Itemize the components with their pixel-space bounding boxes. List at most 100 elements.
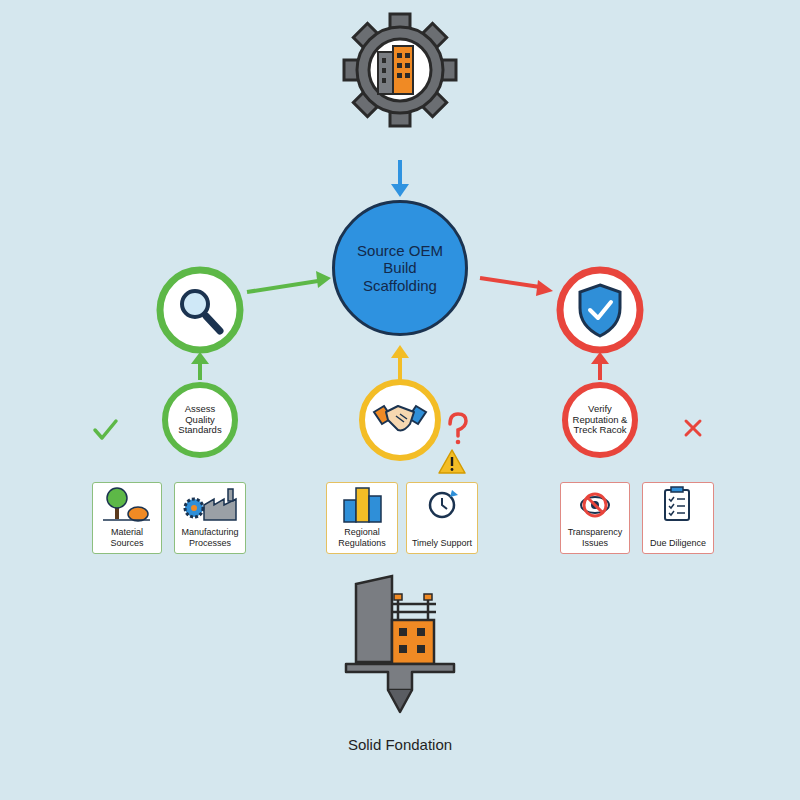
green-up-arrow bbox=[191, 352, 209, 380]
tree-icon bbox=[103, 488, 150, 521]
pupil bbox=[591, 501, 599, 509]
tree-trunk bbox=[115, 505, 119, 519]
window bbox=[382, 78, 386, 83]
arrow-head bbox=[191, 352, 209, 364]
base-spike bbox=[388, 690, 412, 712]
factor-box: Timely Support bbox=[406, 482, 478, 554]
lines bbox=[677, 499, 685, 513]
eye bbox=[581, 497, 609, 513]
window bbox=[405, 53, 410, 58]
factory-icon bbox=[185, 489, 236, 520]
question-curve bbox=[450, 414, 466, 436]
node-body: Source OEM Build Scaffolding bbox=[332, 200, 468, 336]
gear-hole bbox=[369, 39, 431, 101]
step-circle: Verify Reputation & Treck Racok bbox=[562, 382, 638, 458]
base bbox=[346, 664, 454, 690]
arrow-head bbox=[316, 271, 331, 288]
clipboard-icon bbox=[665, 487, 689, 520]
scaffolding bbox=[392, 598, 436, 620]
window bbox=[417, 645, 425, 653]
tree-crown bbox=[107, 488, 127, 508]
warning-sign bbox=[439, 450, 465, 473]
node-body: Transparency Issues bbox=[561, 483, 629, 553]
red-arrow bbox=[480, 278, 553, 296]
blue-arrow bbox=[391, 160, 409, 197]
arrow-shaft bbox=[480, 278, 540, 287]
process-circle: Source OEM Build Scaffolding bbox=[332, 200, 468, 336]
arrow-shaft bbox=[198, 362, 202, 380]
red-up-arrow bbox=[591, 352, 609, 380]
rock bbox=[128, 507, 148, 521]
arrow-head bbox=[391, 345, 409, 358]
magnifier-handle bbox=[206, 316, 220, 331]
node-body: Manufacturing Processes bbox=[175, 483, 245, 553]
scaffold-cap bbox=[394, 594, 402, 600]
arrow-shaft bbox=[247, 281, 318, 292]
node-label: Manufacturing Processes bbox=[176, 527, 244, 548]
block-ring bbox=[584, 494, 606, 516]
circle-shape bbox=[334, 202, 467, 335]
node-label: Assess Quality Standards bbox=[170, 404, 230, 437]
node-label: Regional Regulations bbox=[328, 527, 396, 548]
step-circle: Assess Quality Standards bbox=[162, 382, 238, 458]
factor-box: Regional Regulations bbox=[326, 482, 398, 554]
shield-icon bbox=[560, 270, 640, 350]
factory bbox=[204, 499, 236, 520]
node-label: Due Diligence bbox=[644, 538, 712, 548]
handshake-icon bbox=[362, 382, 438, 458]
shield bbox=[580, 285, 620, 336]
node-body: Material Sources bbox=[93, 483, 161, 553]
clock-hands bbox=[442, 498, 447, 509]
gear-hub bbox=[191, 505, 197, 511]
scaffold-cap bbox=[424, 594, 432, 600]
window bbox=[382, 58, 386, 63]
window bbox=[399, 628, 407, 636]
factor-box: Due Diligence bbox=[642, 482, 714, 554]
node-body: Due Diligence bbox=[643, 483, 713, 553]
node-label: Verify Reputation & Treck Racok bbox=[570, 404, 630, 437]
window bbox=[405, 63, 410, 68]
checks bbox=[669, 497, 674, 515]
chimney bbox=[228, 489, 233, 501]
factor-box: Material Sources bbox=[92, 482, 162, 554]
circle-shape bbox=[165, 385, 235, 455]
window bbox=[405, 73, 410, 78]
foundation-illustration bbox=[346, 576, 454, 712]
building bbox=[392, 620, 434, 664]
node-label: Transparency Issues bbox=[562, 527, 628, 548]
fingers bbox=[396, 414, 407, 422]
warning-dot bbox=[451, 468, 454, 471]
building-gray bbox=[378, 52, 394, 94]
yellow-up-arrow bbox=[391, 345, 409, 380]
buildings-icon bbox=[344, 488, 381, 522]
node-body: Timely Support bbox=[407, 483, 477, 553]
building bbox=[356, 488, 369, 522]
window bbox=[417, 628, 425, 636]
node-label: Timely Support bbox=[408, 538, 476, 548]
window bbox=[399, 645, 407, 653]
check-mark bbox=[95, 421, 116, 438]
hands bbox=[386, 406, 414, 430]
circle-shape bbox=[565, 385, 635, 455]
cross-stroke bbox=[686, 421, 700, 435]
clock-face bbox=[430, 493, 454, 517]
green-arrow bbox=[247, 271, 331, 292]
ground bbox=[103, 519, 150, 521]
factor-box: Manufacturing Processes bbox=[174, 482, 246, 554]
caption-label: Solid Fondation bbox=[300, 736, 500, 753]
clock-icon bbox=[430, 490, 458, 517]
question-mark bbox=[450, 414, 466, 444]
clipboard bbox=[665, 490, 689, 520]
arrow-head bbox=[591, 352, 609, 364]
shield-check bbox=[590, 302, 611, 318]
cross-mark bbox=[686, 421, 700, 435]
window bbox=[382, 68, 386, 73]
gear-teeth bbox=[344, 14, 456, 126]
icon-ring bbox=[160, 270, 240, 350]
cross-stroke bbox=[686, 421, 700, 435]
